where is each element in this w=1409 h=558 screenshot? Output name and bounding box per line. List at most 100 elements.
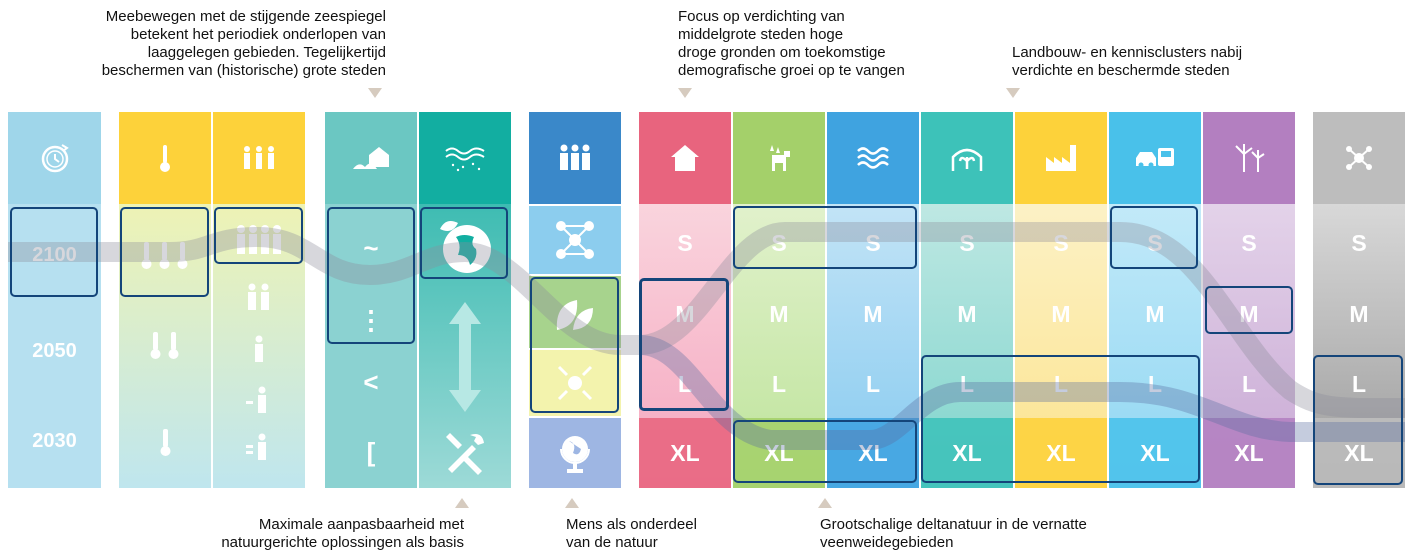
population-cell-0 [213, 432, 305, 462]
selected-globe-leaf [420, 207, 508, 279]
level-xl: XL [670, 439, 700, 466]
selected-l-xl-hub [1313, 355, 1403, 485]
level-l: L [959, 370, 975, 397]
timeline-header [8, 112, 101, 204]
selected-s-transport [1110, 206, 1198, 269]
people-header [529, 112, 621, 204]
population-header [213, 112, 305, 204]
population-cell-2 [213, 334, 305, 364]
level-l: L [1147, 370, 1163, 397]
level-l: L [865, 370, 881, 397]
thermometer-cell-2 [119, 330, 211, 360]
pointer-top-middle [678, 88, 692, 98]
population-cell-3 [213, 280, 305, 314]
sea-symbol-3: < [363, 366, 379, 397]
pointer-top-right [1006, 88, 1020, 98]
selected-leaves-compress [530, 277, 619, 413]
sea-level-column: ~ ⋮ < [ [325, 112, 417, 488]
level-l: L [1351, 370, 1367, 397]
thermometer-icon [141, 242, 188, 269]
population-column [213, 112, 305, 488]
level-s: S [1241, 229, 1257, 256]
house-icon [671, 145, 699, 171]
annotation-bottom-right: Grootschalige deltanatuur in de vernatte… [820, 516, 1087, 551]
population-icon [237, 225, 281, 254]
globe-stand-icon [560, 436, 590, 473]
globe-leaf-cell [419, 208, 511, 284]
population-icon [255, 335, 263, 362]
population-icon [248, 283, 269, 310]
pointer-top-left [368, 88, 382, 98]
thermometer-cell-3 [119, 240, 211, 270]
annotation-bottom-left: Maximale aanpasbaarheid met natuurgerich… [221, 516, 464, 551]
globe-stand-cell [529, 418, 621, 488]
level-s: S [959, 229, 975, 256]
level-l: L [1053, 370, 1069, 397]
compress-icon [557, 365, 593, 401]
sea-symbol-1: ~ [363, 232, 379, 263]
nature-header [733, 112, 825, 204]
transport-icon [1136, 148, 1174, 168]
people-icon [560, 144, 590, 170]
leaves-icon [556, 300, 593, 330]
level-s: S [1351, 229, 1367, 256]
network-icon [556, 221, 594, 259]
clock-icon [41, 144, 69, 173]
annotation-bottom-middle: Mens als onderdeel van de natuur [566, 516, 697, 551]
greenhouse-icon [951, 148, 983, 171]
annotation-top-right: Landbouw- en kennisclusters nabij verdic… [1012, 44, 1243, 79]
tools-cell [419, 424, 511, 480]
level-s: S [1147, 229, 1163, 256]
level-m: M [957, 300, 977, 327]
level-m: M [675, 300, 695, 327]
selected-housing-m-l [639, 278, 729, 411]
xl-cell [1015, 418, 1107, 488]
greenhouse-header [921, 112, 1013, 204]
selected-temperature [120, 207, 209, 297]
network-cell [529, 206, 621, 274]
selected-m-energy [1205, 286, 1293, 334]
population-cell-1 [213, 385, 305, 415]
thermometer-icon [150, 332, 179, 359]
population-icon [244, 146, 274, 169]
level-m: M [1051, 300, 1071, 327]
nature-based-header [419, 112, 511, 204]
vertical-double-arrow-icon [449, 302, 481, 412]
annotation-top-middle: Focus op verdichting van middelgrote ste… [678, 8, 905, 79]
year-2100: 2100 [32, 244, 77, 266]
sea-symbol-4: [ [366, 436, 376, 467]
level-m: M [1239, 300, 1259, 327]
water-header [827, 112, 919, 204]
nature-based-column [419, 112, 511, 488]
level-xl: XL [1344, 439, 1374, 466]
factory-icon [1046, 145, 1076, 171]
selected-l-greenhouse-transport [921, 355, 1200, 483]
temperature-column [119, 112, 211, 488]
timeline-column: 2100 2050 2030 [8, 112, 101, 488]
hub-header [1313, 112, 1405, 204]
housing-header [639, 112, 731, 204]
globe-leaf-icon [440, 221, 491, 273]
xl-cell [921, 418, 1013, 488]
level-m: M [1145, 300, 1165, 327]
level-xl: XL [952, 439, 982, 466]
pointer-bottom-right [818, 498, 832, 508]
level-xl: XL [1140, 439, 1170, 466]
level-xl: XL [1046, 439, 1076, 466]
selected-sea-level [327, 207, 415, 344]
energy-header [1203, 112, 1295, 204]
level-m: M [769, 300, 789, 327]
water-waves-icon [857, 147, 889, 169]
pathway-line-lower [639, 335, 1405, 450]
level-s: S [1053, 229, 1069, 256]
industry-header [1015, 112, 1107, 204]
pointer-bottom-left [455, 498, 469, 508]
level-m: M [863, 300, 883, 327]
xl-cell [827, 418, 919, 488]
population-cell-4 [213, 220, 305, 260]
adaptive-arrow [419, 302, 511, 412]
leaves-cell [529, 276, 621, 348]
selected-2100 [10, 207, 98, 297]
level-m: M [1349, 300, 1369, 327]
